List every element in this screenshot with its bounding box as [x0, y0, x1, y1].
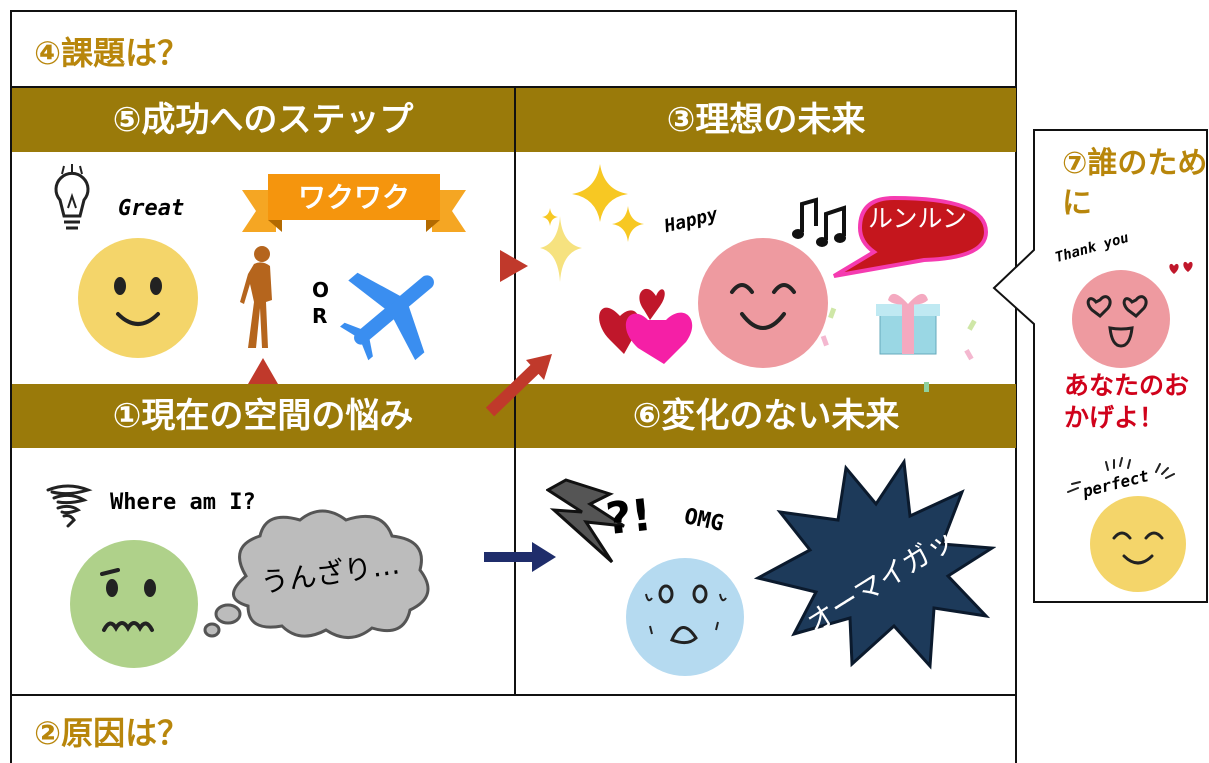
issue-heading: ④課題は？: [34, 34, 190, 72]
small-hearts-icon: [1169, 261, 1193, 274]
music-notes-icon: [792, 197, 846, 247]
cause-heading: ②原因は？: [34, 714, 190, 752]
side-title: ⑦誰のために: [1062, 146, 1208, 221]
starburst-icon: [754, 458, 996, 670]
gift-box-icon: [876, 293, 940, 355]
nochange-header: ⑥変化のない未来: [516, 384, 1016, 448]
thanks-message: あなたのおかげよ！: [1064, 371, 1190, 432]
great-label: Great: [118, 196, 185, 221]
shocked-face: [626, 558, 744, 676]
divider: [10, 694, 1017, 696]
lightning-icon: [546, 478, 625, 564]
excitement-lines-icon: [1067, 457, 1175, 493]
or-label-o: O: [312, 278, 330, 302]
or-label-r: R: [312, 304, 328, 328]
divider: [10, 86, 1017, 88]
up-arrow-icon: [248, 358, 278, 384]
hearts-icon: [599, 288, 693, 364]
ribbon-banner-icon: [242, 174, 466, 232]
content-face: [1090, 496, 1186, 592]
right-arrow-icon: [500, 250, 528, 282]
steps-header: ⑤成功へのステップ: [12, 88, 514, 152]
bubble-text: ルンルン: [868, 204, 968, 233]
side-callout: [992, 129, 1208, 603]
airplane-icon: [340, 272, 434, 361]
confused-face: [70, 540, 198, 668]
current-header: ①現在の空間の悩み: [12, 384, 514, 448]
exclaim-label: ?!: [603, 489, 655, 546]
smiley-face: [78, 238, 198, 358]
diagonal-arrow-icon: [485, 354, 552, 417]
walking-person-icon: [240, 246, 272, 348]
tornado-icon: [46, 484, 93, 528]
where-label: Where am I?: [110, 490, 256, 515]
confetti-icon: [820, 307, 977, 392]
lightbulb-icon: [54, 164, 90, 230]
thought-cloud-icon: [203, 509, 430, 639]
main-frame: [10, 10, 1017, 763]
loving-face: [1072, 270, 1170, 368]
ideal-header: ③理想の未来: [516, 88, 1016, 152]
sparkles-icon: [540, 164, 644, 282]
navy-arrow-icon: [484, 542, 556, 572]
happy-face: [698, 238, 828, 368]
banner-label: ワクワク: [297, 181, 410, 214]
speech-bubble-icon: [832, 195, 989, 278]
